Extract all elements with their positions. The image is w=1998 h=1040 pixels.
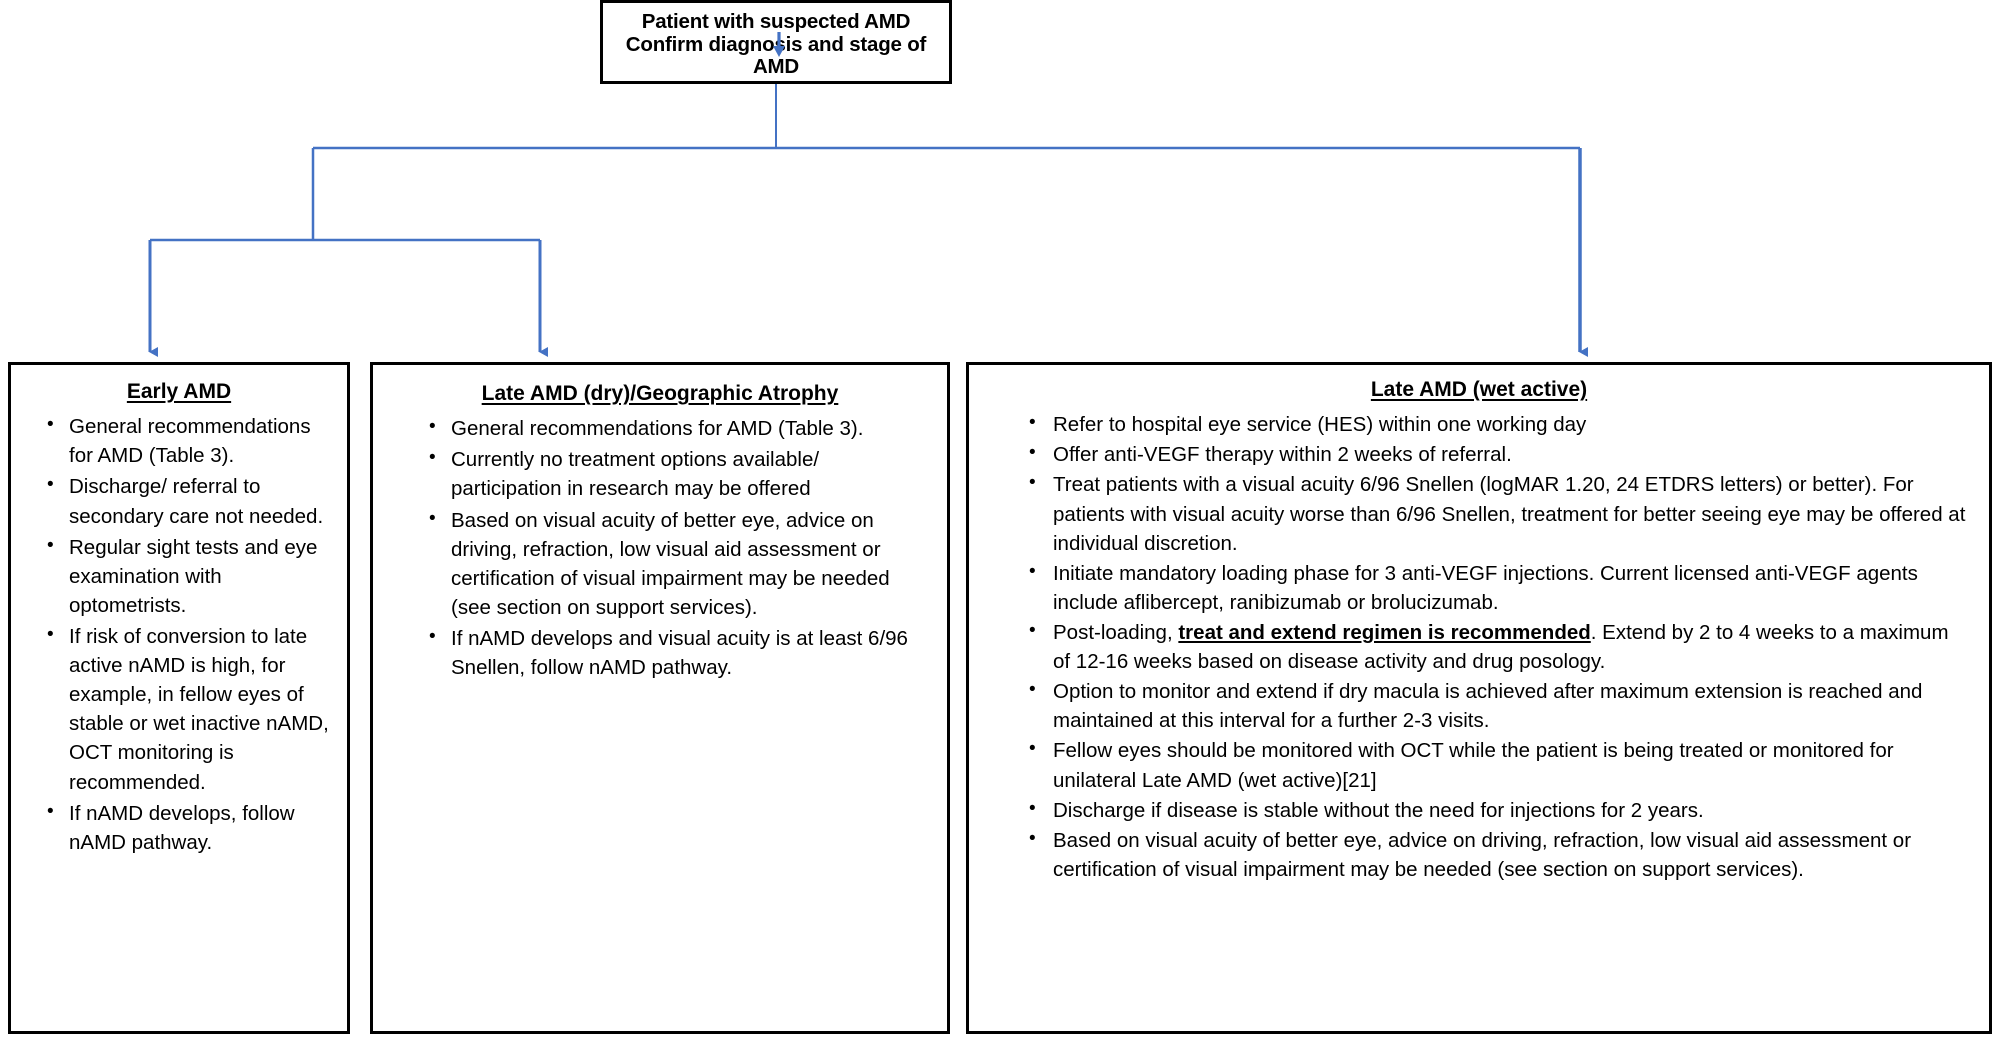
node-late-amd-dry: Late AMD (dry)/Geographic Atrophy Genera… — [370, 362, 950, 1034]
bullet-text: . Extend by 2 to 4 weeks to a maximum of… — [1053, 620, 1949, 674]
bullet-item: Currently no treatment options available… — [421, 444, 929, 503]
bullet-text: Refer to hospital eye service (HES) with… — [1053, 413, 1587, 437]
bullet-item: General recommendations for AMD (Table 3… — [421, 413, 929, 443]
node-suspected-amd-line2: Confirm diagnosis and stage of AMD — [625, 32, 927, 79]
bullet-text: Discharge if disease is stable without t… — [1053, 798, 1704, 822]
bullet-text: Offer anti-VEGF therapy within 2 weeks o… — [1053, 443, 1512, 467]
bullet-item: If nAMD develops and visual acuity is at… — [421, 623, 929, 682]
bullet-item: Post-loading, treat and extend regimen i… — [1021, 617, 1967, 676]
bullet-item: Refer to hospital eye service (HES) with… — [1021, 409, 1967, 439]
node-suspected-amd-line1: Patient with suspected AMD — [641, 10, 911, 33]
bullet-item: Treat patients with a visual acuity 6/96… — [1021, 469, 1967, 557]
node-late-amd-wet-title: Late AMD (wet active) — [1370, 378, 1588, 401]
early-amd-bullet-list: General recommendations for AMD (Table 3… — [39, 411, 337, 857]
bullet-item: General recommendations for AMD (Table 3… — [39, 411, 337, 470]
bullet-text: Treat patients with a visual acuity 6/96… — [1053, 473, 1966, 555]
node-late-amd-dry-title: Late AMD (dry)/Geographic Atrophy — [481, 382, 839, 405]
bullet-item: Discharge/ referral to secondary care no… — [39, 471, 337, 530]
bullet-text: Initiate mandatory loading phase for 3 a… — [1053, 561, 1918, 614]
node-early-amd: Early AMD General recommendations for AM… — [8, 362, 350, 1034]
bullet-item: If nAMD develops, follow nAMD pathway. — [39, 798, 337, 857]
bullet-item: Based on visual acuity of better eye, ad… — [1021, 825, 1967, 884]
bullet-item: Offer anti-VEGF therapy within 2 weeks o… — [1021, 439, 1967, 469]
bullet-item: Discharge if disease is stable without t… — [1021, 795, 1967, 825]
bullet-item: Fellow eyes should be monitored with OCT… — [1021, 735, 1967, 794]
bullet-emphasis: treat and extend regimen is recommended — [1178, 620, 1591, 644]
bullet-item: Based on visual acuity of better eye, ad… — [421, 505, 929, 622]
node-early-amd-title: Early AMD — [126, 380, 232, 403]
late-amd-dry-bullet-list: General recommendations for AMD (Table 3… — [421, 413, 929, 682]
bullet-text: Based on visual acuity of better eye, ad… — [1053, 828, 1912, 881]
node-suspected-amd: Patient with suspected AMD Confirm diagn… — [600, 0, 952, 84]
bullet-text: Post-loading, — [1053, 620, 1179, 644]
bullet-item: Option to monitor and extend if dry macu… — [1021, 676, 1967, 735]
bullet-text: Fellow eyes should be monitored with OCT… — [1053, 739, 1894, 792]
bullet-item: If risk of conversion to late active nAM… — [39, 621, 337, 797]
late-amd-wet-bullet-list: Refer to hospital eye service (HES) with… — [1021, 409, 1967, 884]
bullet-item: Regular sight tests and eye examination … — [39, 532, 337, 620]
down-arrow-icon — [773, 32, 785, 57]
node-late-amd-wet: Late AMD (wet active) Refer to hospital … — [966, 362, 1992, 1034]
bullet-item: Initiate mandatory loading phase for 3 a… — [1021, 558, 1967, 617]
bullet-text: Option to monitor and extend if dry macu… — [1053, 680, 1923, 733]
